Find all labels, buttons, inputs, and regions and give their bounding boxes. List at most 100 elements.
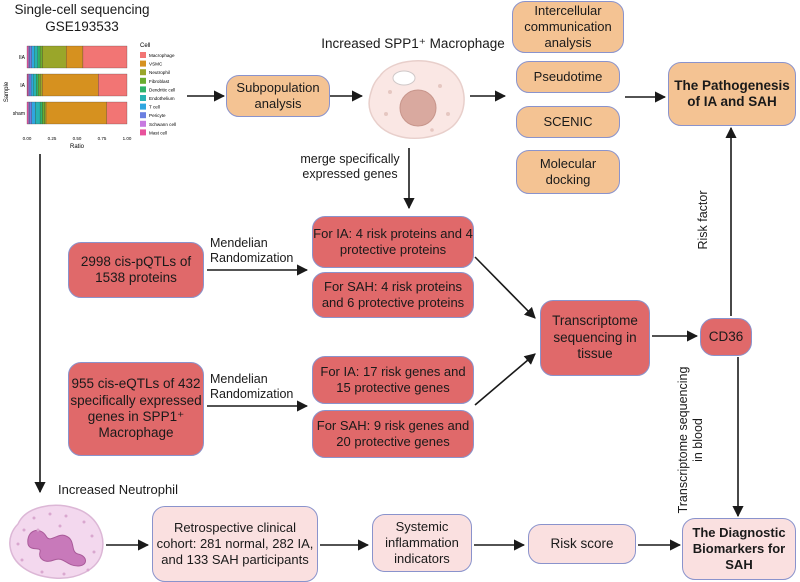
eqtl-label: 955 cis-eQTLs of 432 specifically expres…: [70, 376, 202, 441]
chart-legend-label: Pericyte: [149, 113, 166, 118]
pqtl-node: 2998 cis-pQTLs of 1538 proteins: [68, 242, 204, 298]
sah-proteins-label: For SAH: 4 risk proteins and 6 protectiv…: [321, 279, 465, 310]
chart-legend-label: Neutrophil: [149, 70, 170, 75]
chart-legend-swatch: [140, 120, 146, 127]
chart-sample-label: IIA: [19, 55, 26, 61]
chart-legend-label: VSMC: [149, 62, 163, 67]
chart-legend-swatch: [140, 69, 146, 76]
molecular-docking-label: Molecular docking: [539, 156, 597, 187]
subpopulation-analysis-label: Subpopulation analysis: [236, 80, 320, 111]
eqtl-node: 955 cis-eQTLs of 432 specifically expres…: [68, 362, 204, 456]
sah-proteins-node: For SAH: 4 risk proteins and 6 protectiv…: [312, 272, 474, 318]
mendelian-randomization-label-2: Mendelian Randomization: [210, 372, 294, 401]
diagnostic-biomarkers-label: The Diagnostic Biomarkers for SAH: [692, 525, 786, 572]
chart-bar-segment: [36, 73, 39, 97]
inflammation-indicators-label: Systemic inflammation indicators: [385, 519, 459, 566]
chart-x-tick: 1.00: [123, 136, 132, 141]
chart-bar-segment: [28, 73, 32, 97]
chart-legend-swatch: [140, 60, 146, 67]
chart-legend-label: Endothelium: [149, 96, 175, 101]
tissue-sequencing-node: Transcriptome sequencing in tissue: [540, 300, 650, 376]
chart-bar-segment: [39, 45, 43, 69]
ia-genes-label: For IA: 17 risk genes and 15 protective …: [320, 364, 466, 395]
arrow-proteins-to-tissue: [474, 256, 536, 319]
scenic-label: SCENIC: [543, 114, 593, 130]
chart-legend-label: Dendritic cell: [149, 87, 175, 92]
risk-score-label: Risk score: [550, 535, 614, 551]
chart-bar-segment: [34, 45, 38, 69]
chart-bar-segment: [42, 73, 99, 97]
pseudotime-label: Pseudotime: [533, 69, 603, 85]
chart-legend-label: T cell: [149, 105, 160, 110]
chart-bar-segment: [45, 101, 107, 125]
inflammation-indicators-node: Systemic inflammation indicators: [372, 514, 472, 572]
risk-score-node: Risk score: [528, 524, 636, 564]
chart-bar-segment: [42, 101, 45, 125]
mendelian-randomization-label-1: Mendelian Randomization: [210, 236, 294, 265]
chart-x-tick: 0.00: [23, 136, 32, 141]
ia-proteins-label: For IA: 4 risk proteins and 4 protective…: [313, 226, 473, 257]
chart-legend-swatch: [140, 103, 146, 110]
chart-ylabel: Sample: [4, 81, 10, 102]
clinical-cohort-label: Retrospective clinical cohort: 281 norma…: [156, 520, 314, 567]
chart-x-tick: 0.50: [73, 136, 82, 141]
chart-legend-swatch: [140, 95, 146, 101]
chart-bar-segment: [82, 45, 128, 69]
chart-legend-swatch: [140, 129, 146, 136]
risk-factor-label: Risk factor: [696, 190, 710, 250]
cd36-label: CD36: [708, 328, 744, 344]
chart-xlabel: Ratio: [70, 144, 85, 150]
chart-bar-segment: [98, 73, 128, 97]
chart-bar-segment: [29, 101, 32, 125]
molecular-docking-node: Molecular docking: [516, 150, 620, 194]
intercellular-label: Intercellular communication analysis: [524, 3, 612, 50]
clinical-cohort-node: Retrospective clinical cohort: 281 norma…: [152, 506, 318, 582]
arrow-genes-to-tissue: [474, 353, 536, 406]
spp1-macrophage-title: Increased SPP1⁺ Macrophage: [321, 36, 505, 51]
chart-bar-segment: [32, 73, 37, 97]
neutrophil-cell-illustration: [9, 504, 104, 579]
chart-legend-title: Cell: [140, 43, 150, 49]
cd36-node: CD36: [700, 318, 752, 356]
chart-legend-swatch: [140, 77, 146, 84]
chart-bar-segment: [29, 45, 32, 69]
sc-dataset-text: GSE193533: [45, 18, 119, 34]
chart-bar-segment: [38, 73, 41, 97]
chart-bar-segment: [37, 45, 41, 69]
chart-legend-label: Mast cell: [149, 130, 167, 135]
chart-bar-segment: [66, 45, 84, 69]
pseudotime-node: Pseudotime: [516, 61, 620, 93]
neutrophil-title: Increased Neutrophil: [58, 482, 178, 497]
chart-bar-segment: [26, 101, 29, 125]
chart-bar-segment: [31, 101, 36, 125]
pathogenesis-label: The Pathogenesis of IA and SAH: [674, 77, 790, 109]
chart-legend-swatch: [140, 86, 146, 93]
chart-bar-segment: [28, 45, 30, 69]
chart-bar-segment: [106, 101, 128, 125]
chart-bar-segment: [40, 73, 43, 97]
sc-title-text: Single-cell sequencing: [14, 2, 150, 17]
pqtl-label: 2998 cis-pQTLs of 1538 proteins: [80, 253, 192, 285]
chart-bar-segment: [31, 45, 35, 69]
chart-x-tick: 0.25: [48, 136, 57, 141]
intercellular-node: Intercellular communication analysis: [512, 1, 624, 53]
chart-legend-label: Fibroblast: [149, 79, 170, 84]
chart-legend-swatch: [140, 112, 146, 119]
chart-bar-segment: [42, 45, 67, 69]
blood-sequencing-label: Transcriptome sequencing in blood: [676, 366, 705, 514]
chart-x-tick: 0.75: [98, 136, 107, 141]
ia-genes-node: For IA: 17 risk genes and 15 protective …: [312, 356, 474, 404]
diagnostic-biomarkers-node: The Diagnostic Biomarkers for SAH: [682, 518, 796, 580]
tissue-sequencing-label: Transcriptome sequencing in tissue: [552, 313, 638, 362]
chart-sample-label: IA: [20, 83, 25, 89]
merge-genes-label: merge specifically expressed genes: [300, 152, 400, 181]
chart-bar-segment: [28, 101, 30, 125]
ia-proteins-node: For IA: 4 risk proteins and 4 protective…: [312, 216, 474, 268]
scenic-node: SCENIC: [516, 106, 620, 138]
chart-legend-label: Schwann cell: [149, 122, 176, 127]
sah-genes-node: For SAH: 9 risk genes and 20 protective …: [312, 410, 474, 458]
chart-bar-segment: [26, 73, 29, 97]
sc-title: Single-cell sequencing GSE193533: [2, 2, 162, 36]
